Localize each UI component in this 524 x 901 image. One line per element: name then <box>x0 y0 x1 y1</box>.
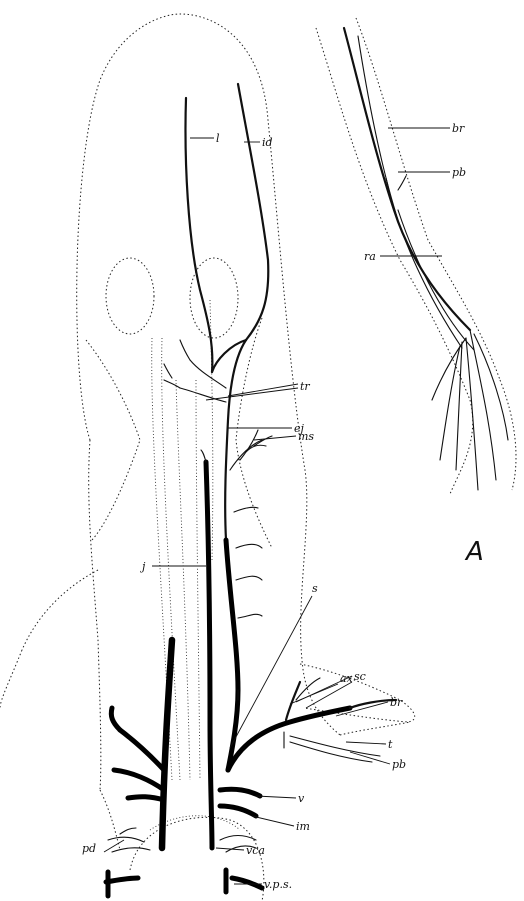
vessel-vca <box>162 640 172 848</box>
label-ms: ms <box>298 430 314 443</box>
vessel-id <box>238 84 268 340</box>
label-br: br <box>390 696 403 709</box>
vessel-s <box>226 540 238 770</box>
label-s: s <box>312 582 318 595</box>
label-j: j <box>139 560 146 573</box>
veins <box>106 84 396 896</box>
label-im: im <box>296 820 310 833</box>
label-vps: v.p.s. <box>264 878 292 891</box>
label-pb-inset: pb <box>452 166 466 179</box>
vessel-j <box>206 462 212 848</box>
vessel-l <box>186 98 213 372</box>
label-ax: ax <box>340 672 354 685</box>
label-br-inset: br <box>452 122 465 135</box>
label-t: t <box>388 738 393 751</box>
label-tr: tr <box>300 380 310 393</box>
label-v: v <box>298 792 305 805</box>
inset-vessel <box>344 28 470 330</box>
body-outline <box>0 14 415 901</box>
label-pd: pd <box>82 842 96 855</box>
label-pb: pb <box>392 758 406 771</box>
label-sc: sc <box>354 670 366 683</box>
label-l: l <box>216 132 220 145</box>
label-inset-a: A <box>464 537 484 567</box>
label-id: id <box>262 136 273 149</box>
label-ra: ra <box>364 250 376 263</box>
label-vca: vca <box>246 844 265 857</box>
